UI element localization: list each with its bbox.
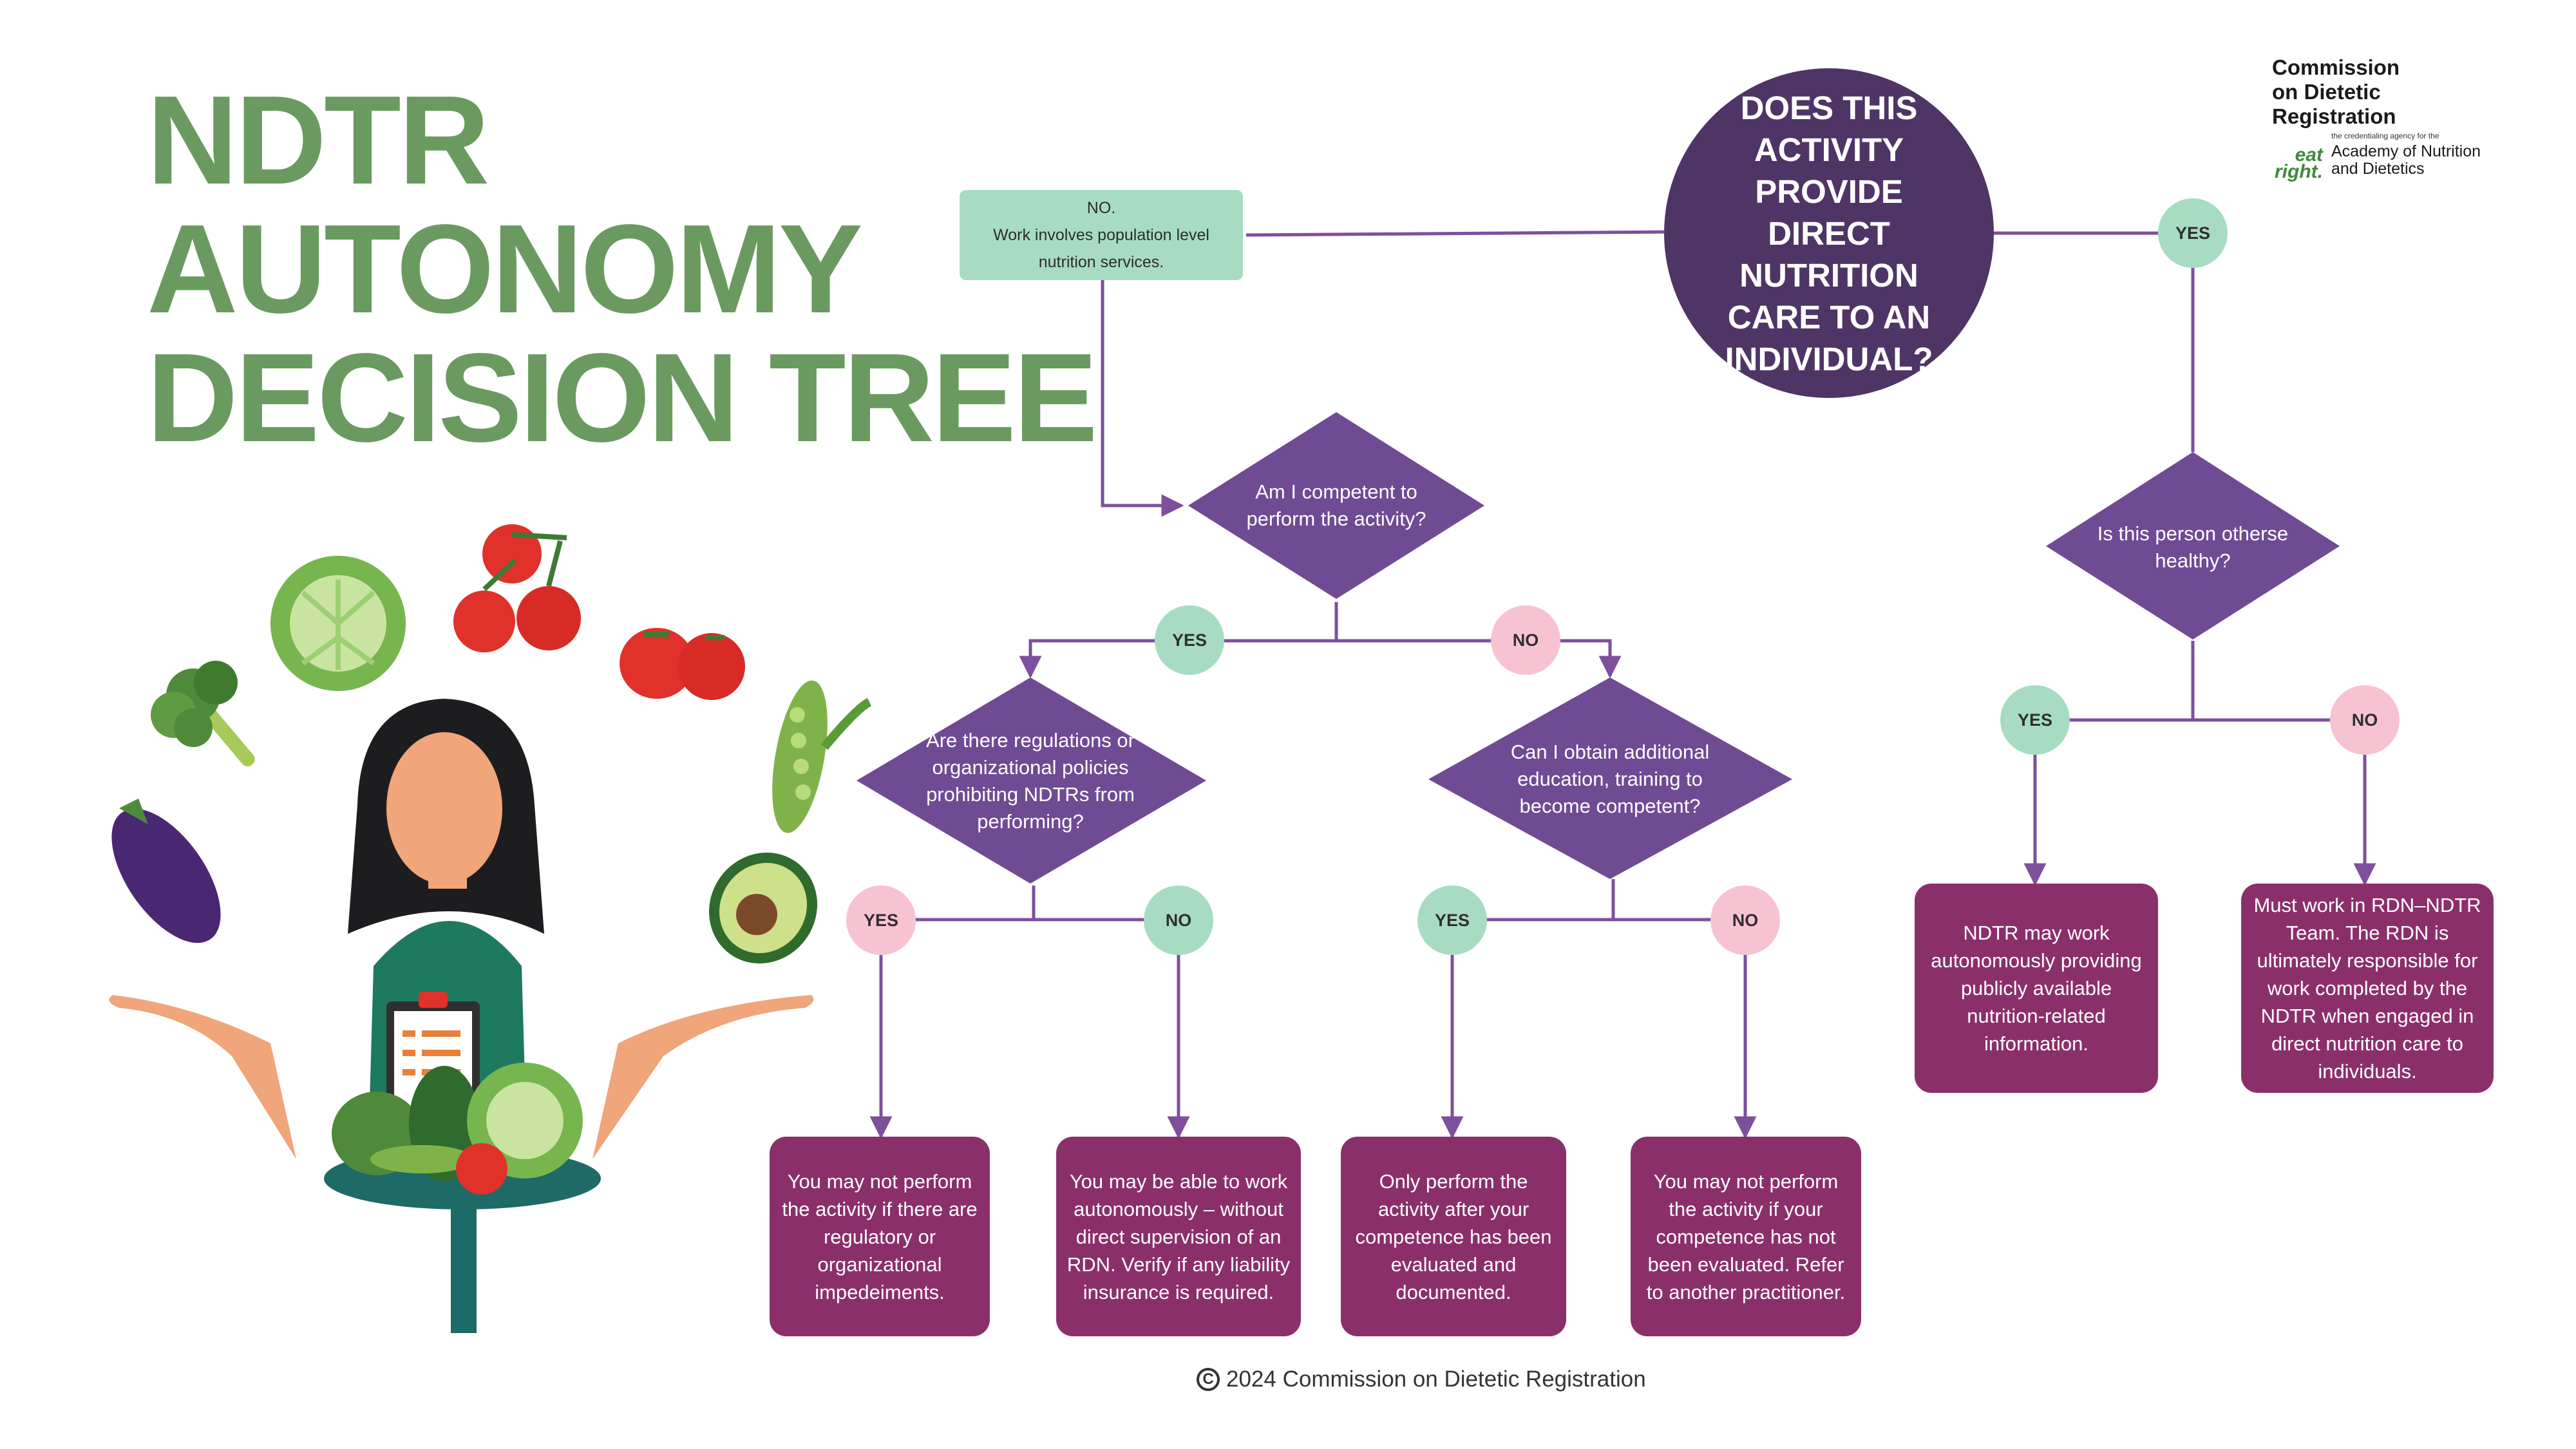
diagram-shapes: [857, 68, 2340, 884]
peapod-icon: [772, 680, 872, 833]
avocado-icon: [708, 852, 818, 964]
result-refer: You may not perform the activity if your…: [1631, 1137, 1861, 1336]
title-line-3: DECISION TREE: [147, 327, 1098, 468]
no-population-box: NO. Work involves population level nutri…: [960, 190, 1243, 280]
result-rdn-team: Must work in RDN–NDTR Team. The RDN is u…: [2241, 884, 2494, 1093]
illustration: [109, 524, 872, 1333]
eat-right-logo: eat right.: [2275, 144, 2323, 182]
yes-circle-direct-care: YES: [2158, 198, 2228, 268]
academy-name: Academy of Nutrition and Dietetics: [2331, 143, 2481, 178]
no-circle-education: NO: [1710, 886, 1780, 955]
no-circle-healthy: NO: [2330, 685, 2400, 755]
question-text: DOES THIS ACTIVITY PROVIDE DIRECT NUTRIT…: [1725, 90, 1933, 377]
copyright-text: 2024 Commission on Dietetic Registration: [1226, 1367, 1646, 1392]
diamond-competent: [1188, 412, 1484, 599]
academy-line-1: Academy of Nutrition: [2331, 142, 2481, 160]
no-box-line-2: Work involves population level: [993, 226, 1209, 244]
eat-right-right: right.: [2275, 161, 2323, 182]
broccoli-icon: [151, 661, 255, 767]
result-regulatory: You may not perform the activity if ther…: [770, 1137, 990, 1336]
diamond-education: [1428, 677, 1792, 879]
yes-circle-healthy: YES: [2000, 685, 2070, 755]
line-question-no: [1245, 230, 1675, 237]
cabbage-icon: [270, 556, 406, 691]
no-circle-competent: NO: [1491, 605, 1560, 675]
yes-circle-competent: YES: [1155, 605, 1224, 675]
table-vegetables-icon: [324, 1063, 601, 1333]
eggplant-icon: [111, 799, 221, 943]
line-regulations-no: [1032, 886, 1190, 1139]
title-line-1: NDTR: [147, 70, 489, 211]
yes-circle-regulations: YES: [846, 886, 916, 955]
title-line-2: AUTONOMY: [147, 198, 863, 339]
line-healthy-yes: [2023, 641, 2195, 886]
logo-line-2: on Dietetic: [2272, 80, 2381, 104]
competent-question: Am I competent to perform the activity?: [1246, 480, 1426, 530]
diamond-regulations: [857, 677, 1206, 884]
result-public-info: NDTR may work autonomously providing pub…: [1915, 884, 2158, 1093]
no-box-line-3: nutrition services.: [1038, 253, 1164, 271]
line-nobox-competent: [1101, 280, 1184, 517]
healthy-question: Is this person otherse healthy?: [2097, 522, 2289, 572]
logo-line-3: Registration: [2272, 104, 2396, 128]
result-autonomous: You may be able to work autonomously – w…: [1056, 1137, 1301, 1336]
no-box-line-1: NO.: [1086, 199, 1116, 217]
regulations-question: Are there regulations or organizational …: [926, 728, 1135, 833]
copyright-icon: C: [1197, 1368, 1220, 1391]
diamond-healthy: [2046, 452, 2340, 639]
education-question: Can I obtain additional education, train…: [1510, 741, 1710, 817]
no-circle-regulations: NO: [1144, 886, 1213, 955]
cdr-logo: Commission on Dietetic Registration: [2272, 55, 2459, 129]
tomatoes-icon: [620, 628, 745, 700]
academy-line-2: and Dietetics: [2331, 160, 2425, 178]
eat-right-eat: eat: [2295, 144, 2323, 166]
question-circle: [1664, 68, 1994, 398]
logo-line-1: Commission: [2272, 55, 2400, 79]
copyright-footer: C 2024 Commission on Dietetic Registrati…: [1197, 1367, 1646, 1392]
logo-tagline: the credentialing agency for the: [2331, 131, 2439, 140]
line-competent-no: [1334, 602, 1622, 679]
line-healthy-no: [2191, 641, 2376, 886]
result-evaluated: Only perform the activity after your com…: [1341, 1137, 1566, 1336]
line-education-no: [1611, 879, 1757, 1139]
yes-circle-education: YES: [1417, 886, 1487, 955]
cherry-tomatoes-icon: [453, 524, 581, 652]
page-title: NDTR AUTONOMY DECISION TREE: [147, 70, 1098, 468]
